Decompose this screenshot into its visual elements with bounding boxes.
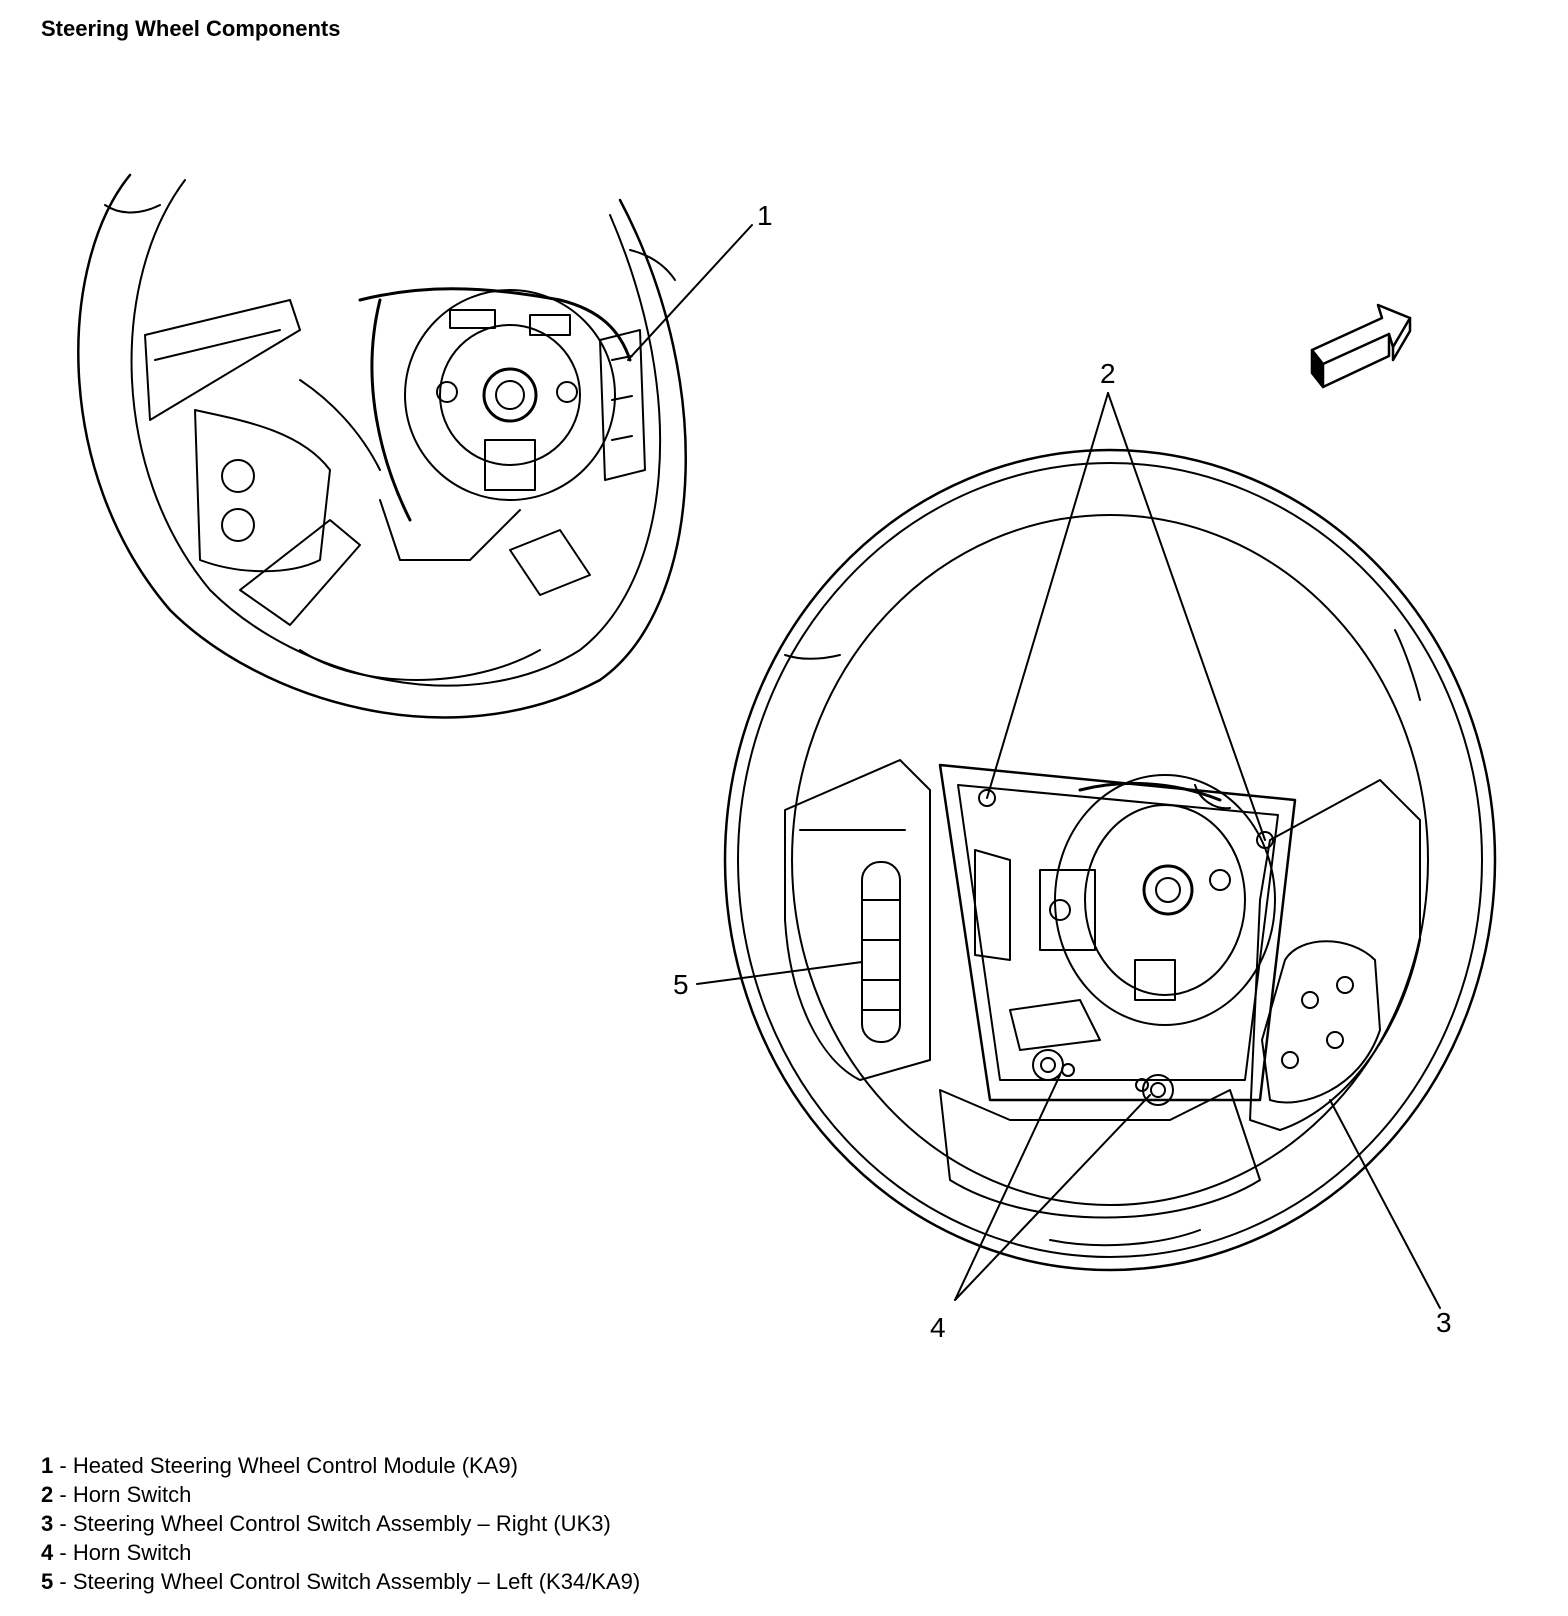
leader-2b [1107,392,1266,841]
legend-sep: - [53,1482,73,1507]
diagram-title: Steering Wheel Components [41,16,341,41]
callout-3: 3 [1436,1307,1452,1338]
legend-sep: - [53,1511,73,1536]
legend-num: 1 [41,1453,54,1478]
legend-text: Heated Steering Wheel Control Module (KA… [72,1453,518,1478]
legend-item: 5 - Steering Wheel Control Switch Assemb… [41,1567,640,1596]
legend-num: 5 [41,1569,54,1594]
callout-4: 4 [930,1312,946,1343]
legend-item: 2 - Horn Switch [41,1480,640,1509]
leader-2a [986,392,1109,799]
leader-3 [1329,1099,1441,1309]
upper-steering-wheel [77,173,687,719]
legend-item: 3 - Steering Wheel Control Switch Assemb… [41,1509,640,1538]
legend-num: 2 [41,1482,54,1507]
leader-4a [954,1074,1061,1301]
legend-num: 3 [41,1511,54,1536]
lower-steering-wheel [723,448,1497,1272]
leader-1 [627,224,753,361]
legend: 1 - Heated Steering Wheel Control Module… [41,1451,640,1596]
legend-text: Horn Switch [72,1540,192,1565]
leader-5 [696,961,863,985]
steering-wheel-diagram: 1 2 3 4 5 [77,173,1497,1343]
leader-4b [954,1094,1151,1301]
callout-2: 2 [1100,358,1116,389]
legend-num: 4 [41,1540,54,1565]
legend-sep: - [53,1569,73,1594]
legend-text: Horn Switch [72,1482,192,1507]
legend-text: Steering Wheel Control Switch Assembly –… [72,1511,611,1536]
legend-sep: - [53,1453,73,1478]
callout-1: 1 [757,200,773,231]
legend-sep: - [53,1540,73,1565]
legend-text: Steering Wheel Control Switch Assembly –… [72,1569,641,1594]
callout-5: 5 [673,969,689,1000]
legend-item: 4 - Horn Switch [41,1538,640,1567]
legend-item: 1 - Heated Steering Wheel Control Module… [41,1451,640,1480]
callout-leaders [627,224,1441,1309]
direction-arrow-icon [1310,303,1412,389]
